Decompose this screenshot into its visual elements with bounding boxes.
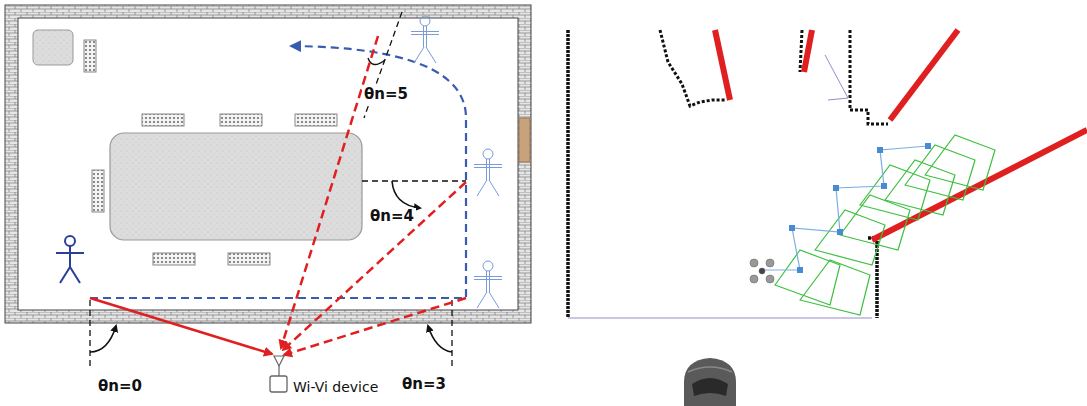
angle-label: θn=3 [400, 376, 448, 393]
angle-label: θn=4 [368, 208, 416, 225]
device-label: Wi-Vi device [291, 380, 380, 395]
angle-label: θn=5 [362, 86, 410, 103]
angle-label: θn=0 [96, 378, 144, 395]
